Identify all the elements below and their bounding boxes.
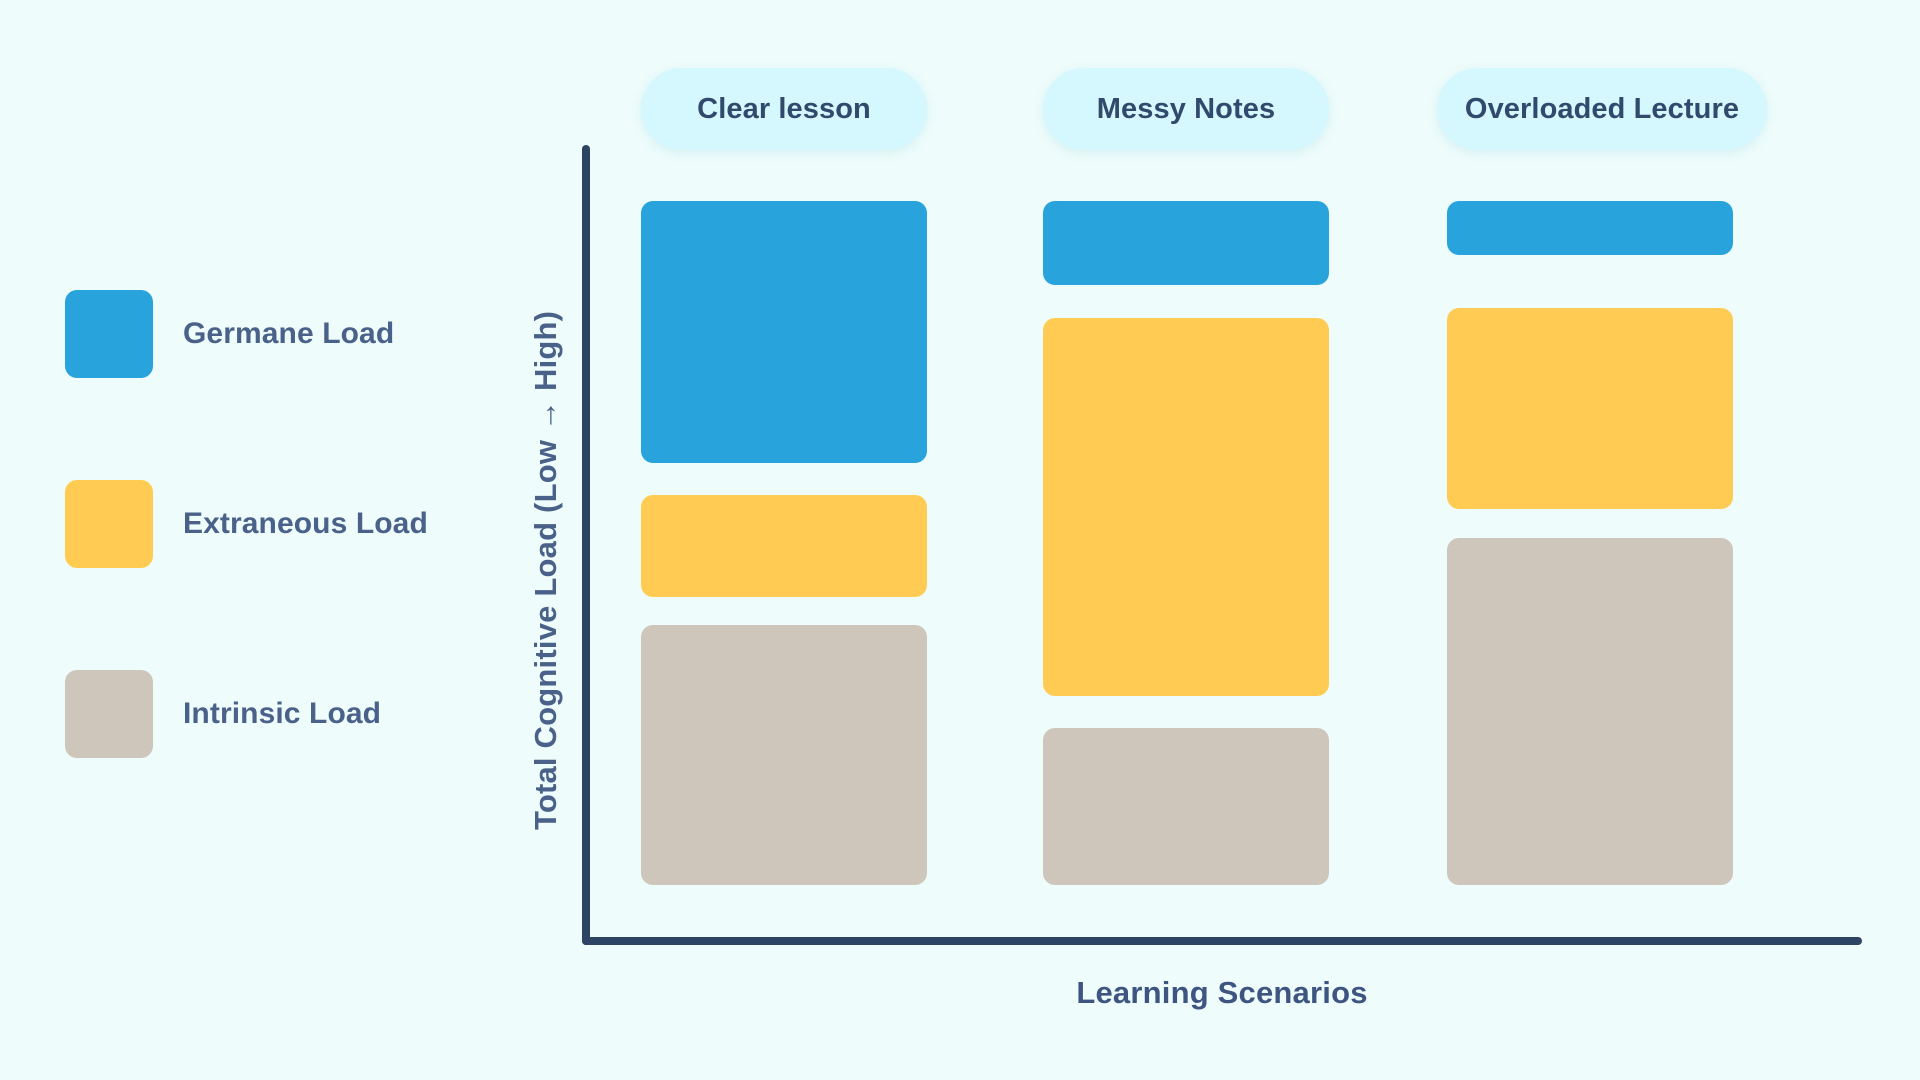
legend-swatch-intrinsic [65,670,153,758]
legend-swatch-extraneous [65,480,153,568]
bar-segment-clear-lesson-extraneous[interactable] [641,495,927,597]
bar-segment-clear-lesson-germane[interactable] [641,201,927,463]
category-pill-overloaded-lecture[interactable]: Overloaded Lecture [1437,68,1767,150]
legend-label-extraneous: Extraneous Load [183,507,428,540]
y-axis-line [582,145,590,945]
legend-swatch-germane [65,290,153,378]
category-pill-clear-lesson[interactable]: Clear lesson [641,68,927,150]
bar-segment-messy-notes-germane[interactable] [1043,201,1329,285]
category-pill-label: Overloaded Lecture [1464,92,1740,125]
chart-legend: Germane Load Extraneous Load Intrinsic L… [65,290,495,860]
category-pill-label: Messy Notes [1096,92,1276,125]
category-pill-label: Clear lesson [697,92,871,125]
bar-segment-messy-notes-intrinsic[interactable] [1043,728,1329,885]
bar-segment-overloaded-lecture-germane[interactable] [1447,201,1733,255]
bar-segment-overloaded-lecture-intrinsic[interactable] [1447,538,1733,885]
legend-item-intrinsic[interactable]: Intrinsic Load [65,670,495,758]
x-axis-line [582,937,1862,945]
legend-item-extraneous[interactable]: Extraneous Load [65,480,495,568]
legend-label-intrinsic: Intrinsic Load [183,697,382,730]
bar-segment-clear-lesson-intrinsic[interactable] [641,625,927,885]
legend-item-germane[interactable]: Germane Load [65,290,495,378]
x-axis-title: Learning Scenarios [1076,975,1368,1010]
category-pill-messy-notes[interactable]: Messy Notes [1043,68,1329,150]
bar-segment-overloaded-lecture-extraneous[interactable] [1447,308,1733,509]
bar-segment-messy-notes-extraneous[interactable] [1043,318,1329,696]
y-axis-title: Total Cognitive Load (Low → High) [528,310,563,830]
legend-label-germane: Germane Load [183,317,395,350]
